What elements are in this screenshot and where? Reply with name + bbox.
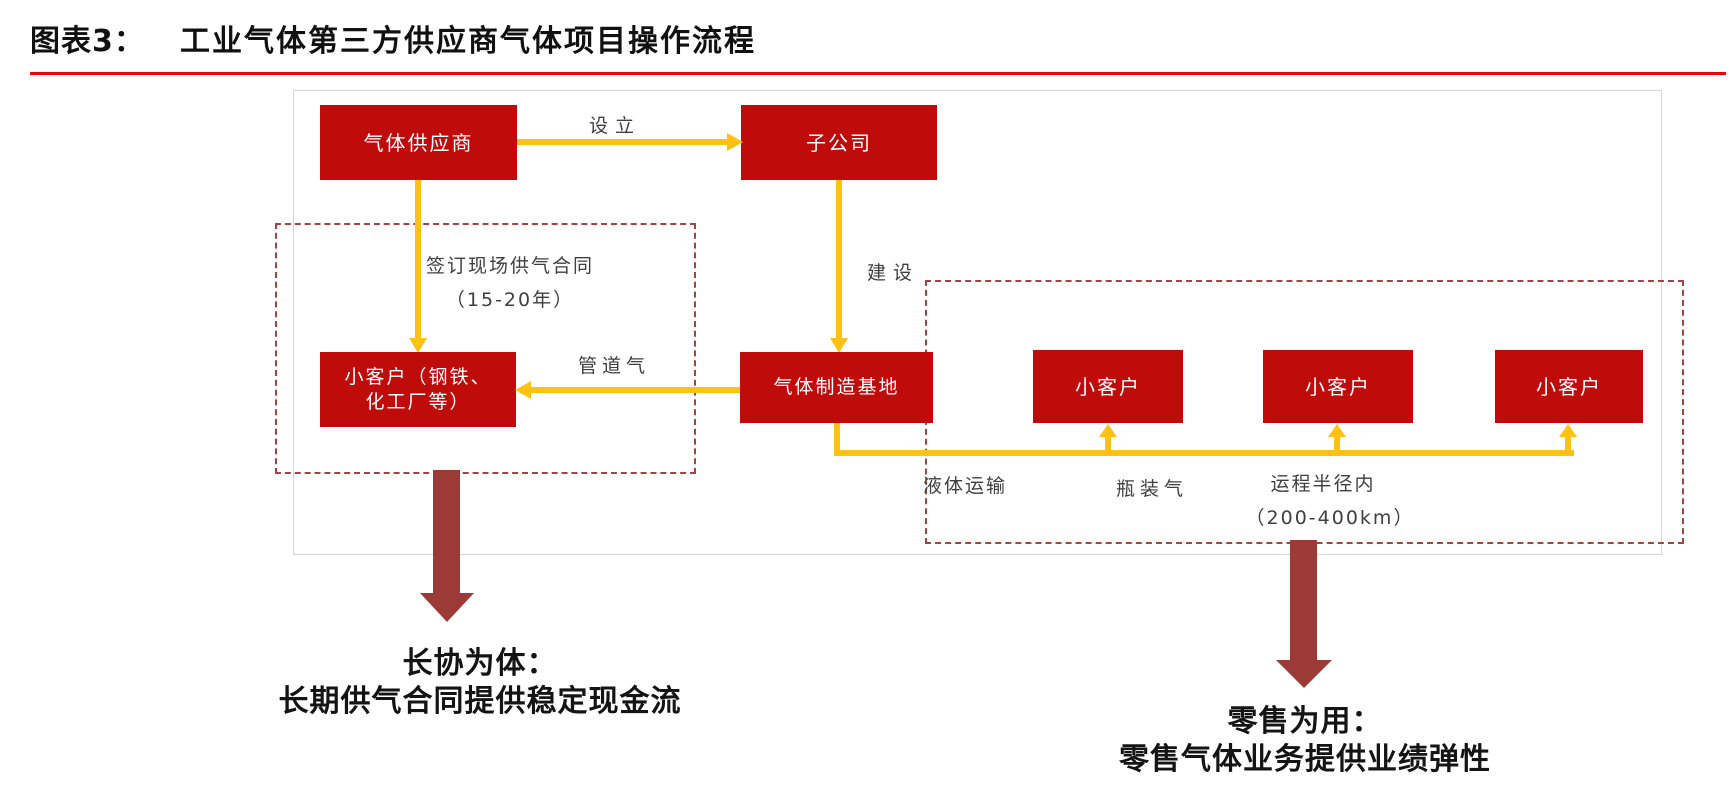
distribution-branch-3-line: [1565, 437, 1571, 454]
edge-build-line: [836, 180, 842, 340]
edge-contract-label-line2: （15-20年）: [445, 289, 575, 311]
node-manufacturing-base: 气体制造基地: [740, 352, 933, 423]
node-gas-supplier-label: 气体供应商: [363, 130, 474, 155]
long-term-summary-arrow-shaft: [433, 470, 460, 593]
title-underline: [30, 72, 1726, 75]
edge-contract-line: [415, 180, 421, 340]
callout-retail-line2: 零售气体业务提供业绩弹性: [1119, 742, 1491, 777]
callout-long-term-line1: 长协为体：: [402, 646, 558, 681]
long-term-summary-arrow-head: [420, 593, 474, 622]
figure-title: 工业气体第三方供应商气体项目操作流程: [180, 24, 756, 59]
distribution-connector-drop: [834, 423, 840, 456]
edge-establish-line: [517, 139, 729, 145]
callout-long-term-line2: 长期供气合同提供稳定现金流: [278, 684, 682, 719]
node-retail-customer-1-label: 小客户: [1075, 374, 1141, 399]
callout-retail-line1: 零售为用：: [1227, 704, 1383, 739]
edge-pipeline-label: 管道气: [577, 355, 651, 377]
node-gas-supplier: 气体供应商: [320, 105, 517, 180]
edge-contract-label-line1: 签订现场供气合同: [425, 255, 595, 277]
diagram-frame: [293, 90, 1662, 555]
edge-establish-label: 设立: [588, 115, 642, 137]
node-onsite-customer-line2: 化工厂等）: [365, 390, 471, 413]
edge-establish-arrowhead: [727, 133, 743, 151]
node-subsidiary-label: 子公司: [806, 130, 872, 155]
figure-label: 图表3：: [30, 24, 145, 59]
label-liquid-transport: 液体运输: [922, 475, 1008, 497]
distribution-branch-2-line: [1334, 437, 1340, 454]
node-retail-customer-2: 小客户: [1263, 350, 1413, 423]
node-onsite-customer-line1: 小客户（钢铁、: [344, 365, 492, 388]
node-retail-customer-2-label: 小客户: [1305, 374, 1371, 399]
retail-summary-arrow-shaft: [1290, 540, 1317, 660]
distribution-branch-2-arrowhead: [1328, 424, 1346, 437]
label-transport-radius-distance: （200-400km）: [1245, 507, 1415, 529]
callout-long-term: 长协为体： 长期供气合同提供稳定现金流: [180, 645, 780, 721]
retail-summary-arrow-head: [1276, 660, 1332, 688]
edge-build-label: 建设: [866, 262, 920, 284]
node-retail-customer-3: 小客户: [1495, 350, 1643, 423]
distribution-branch-3-arrowhead: [1559, 424, 1577, 437]
node-retail-customer-1: 小客户: [1033, 350, 1183, 423]
node-manufacturing-base-label: 气体制造基地: [773, 376, 900, 399]
node-subsidiary: 子公司: [741, 105, 937, 180]
edge-build-arrowhead: [830, 338, 848, 353]
label-bottled-gas: 瓶装气: [1115, 478, 1189, 500]
distribution-branch-1-line: [1105, 437, 1111, 454]
label-transport-radius: 运程半径内: [1270, 473, 1376, 495]
edge-contract-arrowhead: [409, 338, 427, 353]
node-onsite-customer-label: 小客户（钢铁、 化工厂等）: [344, 365, 491, 414]
edge-pipeline-line: [531, 387, 740, 393]
callout-retail: 零售为用： 零售气体业务提供业绩弹性: [1005, 703, 1605, 779]
distribution-branch-1-arrowhead: [1099, 424, 1117, 437]
node-onsite-customer: 小客户（钢铁、 化工厂等）: [320, 352, 516, 427]
long-term-group-border: [275, 223, 696, 474]
node-retail-customer-3-label: 小客户: [1536, 374, 1602, 399]
distribution-connector-rail: [834, 450, 1574, 456]
edge-pipeline-arrowhead: [515, 381, 531, 399]
